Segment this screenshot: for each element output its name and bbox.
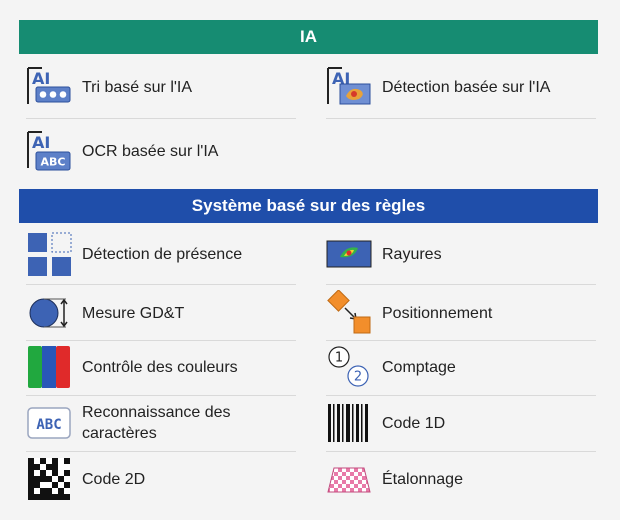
svg-text:ABC: ABC [36,417,61,433]
ai-ocr-icon: AI ABC [27,131,71,171]
ai-sorting-label: Tri basé sur l'IA [82,78,193,96]
color-check-icon [28,346,70,388]
svg-text:AI: AI [332,69,350,88]
ia-section-title: IA [300,27,317,46]
divider [326,340,596,341]
gdt-measurement-icon [29,298,68,328]
scratch-label: Rayures [382,245,442,263]
character-recognition-label: Reconnaissance des caractères [82,404,231,442]
character-recognition-icon: ABC [27,407,71,439]
ia-section-header: IA [19,20,598,54]
rules-section-header: Système basé sur des règles [19,189,598,223]
color-check-label: Contrôle des couleurs [82,358,238,376]
counting-item: 1 2 Comptage [326,344,456,390]
ai-ocr-label: OCR basée sur l'IA [82,142,219,160]
divider [326,395,596,396]
scratch-item: Rayures [326,231,442,277]
ai-detection-icon: AI [327,67,371,105]
positioning-label: Positionnement [382,304,493,322]
ai-detection-label: Détection basée sur l'IA [382,78,551,96]
barcode-1d-icon [328,404,368,442]
calibration-item: Étalonnage [326,456,463,502]
calibration-label: Étalonnage [382,470,463,488]
svg-text:ABC: ABC [41,156,66,169]
divider [26,284,296,285]
ai-detection-item: AI Détection basée sur l'IA [326,64,550,110]
barcode-1d-item: Code 1D [326,400,445,446]
divider [326,118,596,119]
counting-icon: 1 2 [328,346,369,387]
rules-section-title: Système basé sur des règles [191,196,426,215]
code-2d-icon [28,458,70,500]
color-check-item: Contrôle des couleurs [26,344,238,390]
svg-text:AI: AI [32,69,50,88]
calibration-icon [327,467,371,493]
positioning-icon [327,290,371,334]
divider [326,284,596,285]
positioning-item: Positionnement [326,290,492,336]
character-recognition-item: ABC Reconnaissance des caractères [26,400,252,446]
scratch-icon [326,240,372,268]
gdt-measurement-label: Mesure GD&T [82,304,185,322]
ai-ocr-item: AI ABC OCR basée sur l'IA [26,128,218,174]
svg-text:1: 1 [335,351,343,366]
gdt-measurement-item: Mesure GD&T [26,290,184,336]
code-2d-label: Code 2D [82,470,146,488]
code-2d-item: Code 2D [26,456,145,502]
ai-sorting-icon: AI [27,67,71,104]
presence-detection-item: Détection de présence [26,231,242,277]
divider [26,118,296,119]
divider [26,451,296,452]
svg-text:2: 2 [354,370,362,385]
presence-detection-label: Détection de présence [82,245,243,263]
counting-label: Comptage [382,358,456,376]
svg-text:AI: AI [32,133,50,152]
divider [26,340,296,341]
barcode-1d-label: Code 1D [382,414,446,432]
presence-detection-icon [28,232,72,276]
divider [26,395,296,396]
divider [326,451,596,452]
ai-sorting-item: AI Tri basé sur l'IA [26,64,192,110]
